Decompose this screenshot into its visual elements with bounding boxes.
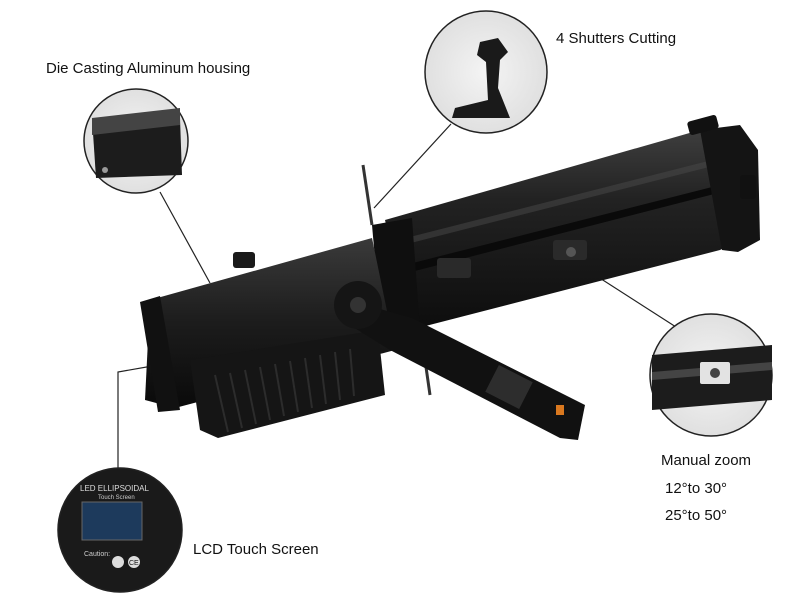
shutters-detail-circle	[424, 10, 548, 134]
lcd-brand-text: LED ELLIPSOIDAL	[80, 484, 149, 493]
lcd-callout-label: LCD Touch Screen	[193, 541, 319, 558]
lcd-screen-label: Touch Screen	[98, 495, 135, 501]
lcd-ce-mark: CE	[129, 560, 139, 567]
lcd-detail-circle	[57, 467, 183, 593]
zoom-range-2: 25°to 50°	[665, 507, 728, 524]
zoom-callout-label: Manual zoom	[661, 452, 752, 469]
zoom-detail-circle	[649, 313, 773, 437]
zoom-range-1: 12°to 30°	[665, 480, 728, 497]
housing-callout-label: Die Casting Aluminum housing	[46, 60, 251, 77]
shutters-callout-label: 4 Shutters Cutting	[556, 30, 677, 47]
fixture-body	[140, 115, 760, 440]
lcd-caution-text: Caution:	[84, 551, 110, 558]
housing-detail-circle	[83, 88, 189, 194]
